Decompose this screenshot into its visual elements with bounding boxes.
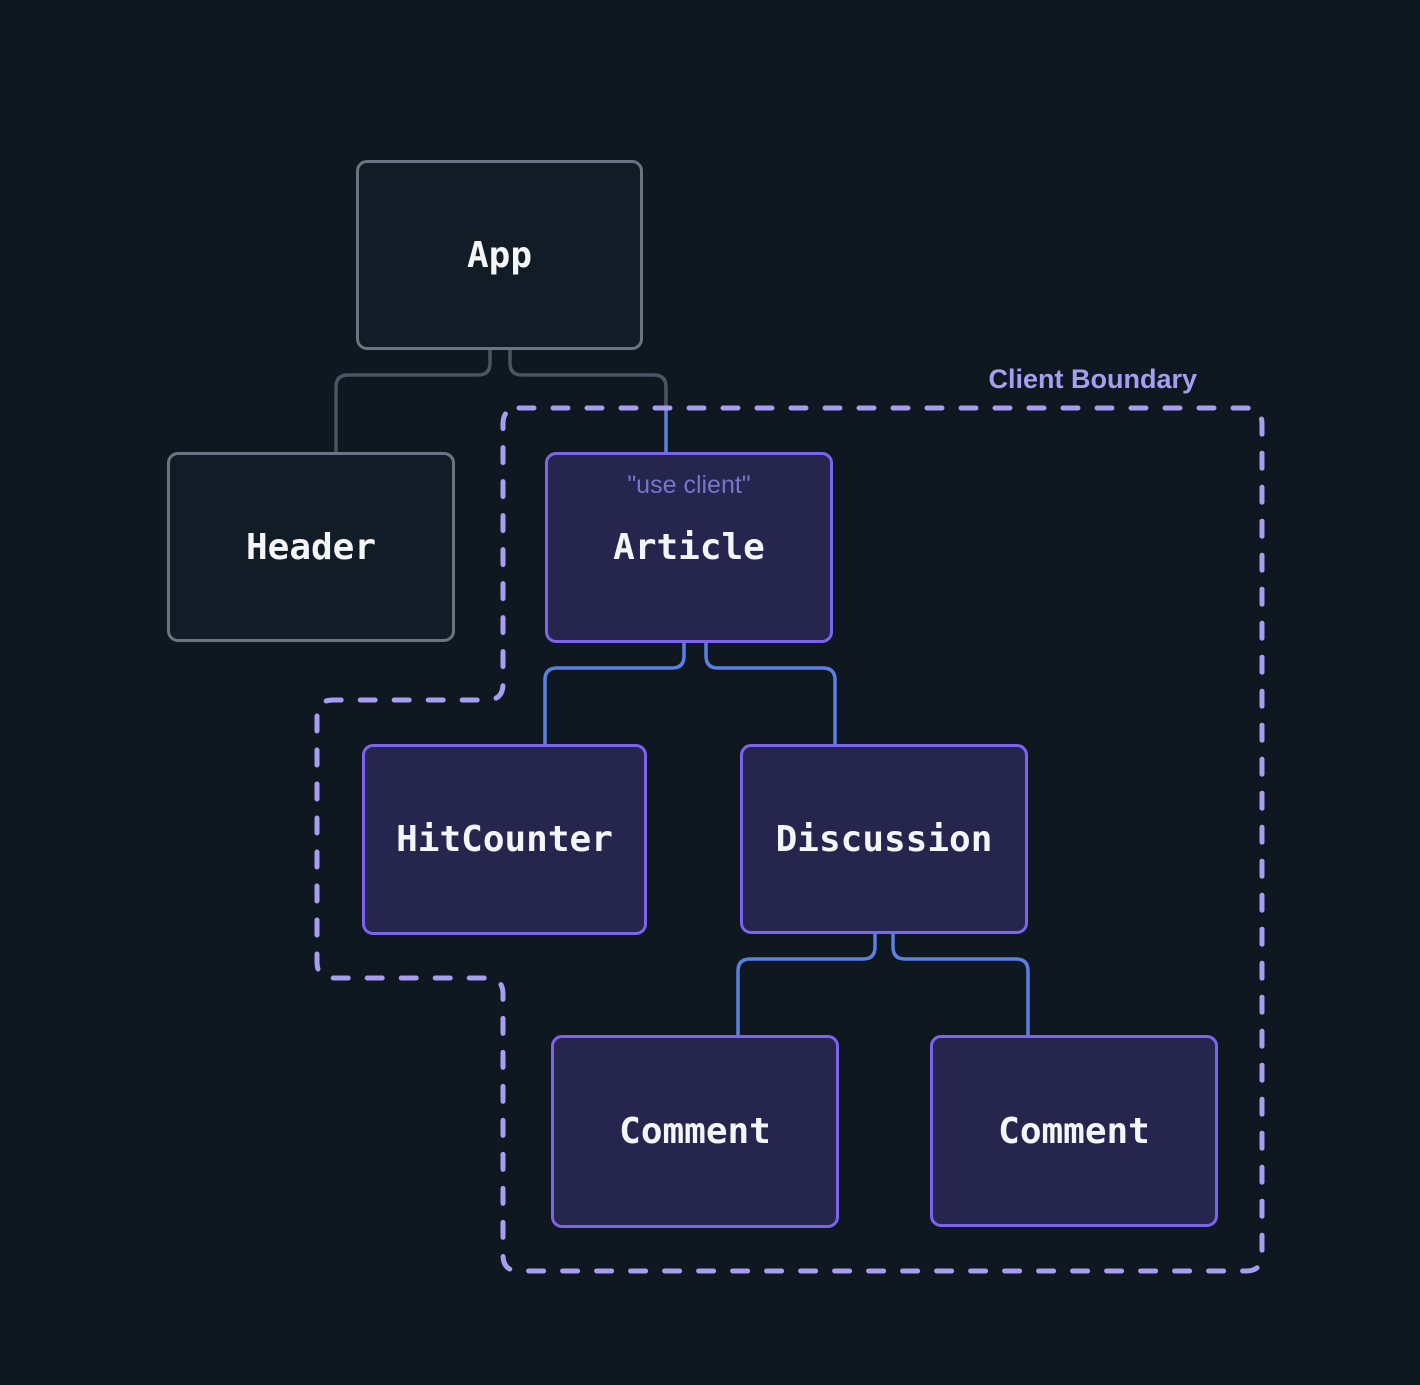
node-comment-1: Comment: [551, 1035, 839, 1228]
node-header-label: Header: [245, 526, 377, 568]
node-article: "use client" Article: [545, 452, 833, 643]
node-app-label: App: [466, 234, 533, 276]
edge-discussion-comment-2: [891, 934, 1030, 1035]
edge-article-discussion: [704, 643, 837, 744]
node-comment-2-label: Comment: [998, 1110, 1150, 1152]
node-hitcounter-label: HitCounter: [396, 819, 613, 860]
use-client-directive: "use client": [627, 471, 751, 499]
node-header: Header: [167, 452, 455, 642]
edge-discussion-comment-1: [736, 934, 877, 1035]
node-app: App: [356, 160, 643, 350]
client-boundary-label: Client Boundary: [988, 364, 1197, 394]
node-comment-2: Comment: [930, 1035, 1218, 1227]
node-discussion: Discussion: [740, 744, 1028, 934]
client-boundary-outline: [314, 405, 1265, 1274]
node-discussion-label: Discussion: [775, 818, 993, 860]
edge-app-header: [334, 350, 492, 452]
edge-article-hitcounter: [543, 643, 686, 744]
edge-app-article-server-segment: [508, 350, 668, 406]
node-hitcounter: HitCounter: [362, 744, 647, 935]
node-article-label: Article: [613, 527, 765, 568]
node-comment-1-label: Comment: [619, 1111, 771, 1152]
